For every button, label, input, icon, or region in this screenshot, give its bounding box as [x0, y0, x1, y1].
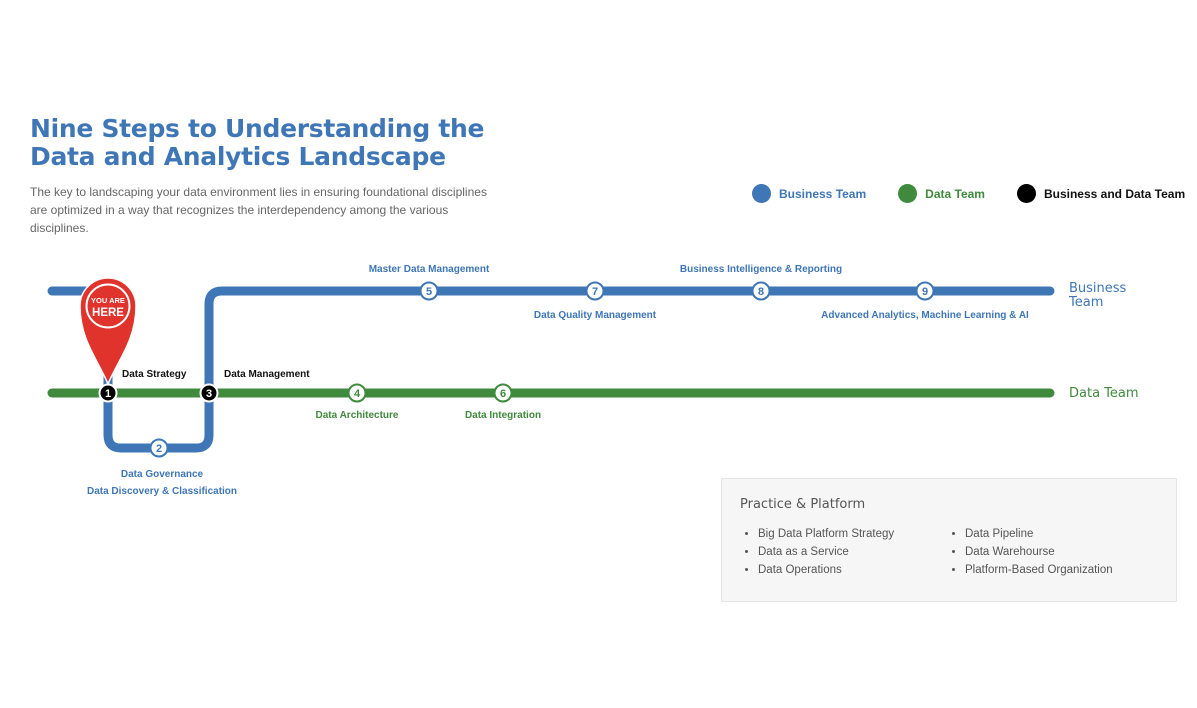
- page-subtitle: The key to landscaping your data environ…: [30, 185, 487, 235]
- step-node-2-num: 2: [156, 443, 162, 455]
- step-label-2: Data Governance: [121, 469, 204, 480]
- list-item: Big Data Platform Strategy: [758, 525, 894, 543]
- practice-platform-panel: Practice & Platform Big Data Platform St…: [721, 478, 1177, 602]
- you-are-here-pin-icon: YOU ARE HERE: [79, 277, 137, 386]
- track-label-business-1: Business: [1069, 281, 1127, 296]
- step-node-2-circle: [149, 438, 169, 458]
- list-item: Data Warehourse: [965, 543, 1113, 561]
- track-label-business-2: Team: [1068, 295, 1103, 310]
- step-node-5-num: 5: [426, 286, 432, 298]
- step-node-7-num: 7: [592, 286, 598, 298]
- legend-dot-both: [1016, 184, 1036, 203]
- step-node-9[interactable]: 9: [915, 281, 935, 301]
- legend: Business Team Data Team Business and Dat…: [752, 184, 1185, 203]
- step-node-4-circle: [347, 383, 367, 403]
- step-node-8[interactable]: 8: [751, 281, 771, 301]
- legend-label-both: Business and Data Team: [1043, 186, 1186, 201]
- step-node-3-num: 3: [206, 388, 212, 400]
- step-node-5-circle: [419, 281, 439, 301]
- step-node-1-num: 1: [105, 388, 111, 400]
- step-node-6[interactable]: 6: [493, 383, 513, 403]
- legend-item-business: Business Team: [752, 184, 866, 203]
- title-line-2: Data and Analytics Landscape: [30, 142, 446, 171]
- step-label-7: Data Quality Management: [534, 310, 657, 321]
- step-label-6: Data Integration: [465, 410, 541, 421]
- track-label-data: Data Team: [1069, 386, 1139, 401]
- list-item: Platform-Based Organization: [965, 561, 1113, 579]
- step-node-4[interactable]: 4: [347, 383, 367, 403]
- step-label-3: Data Management: [224, 369, 310, 380]
- step-node-2[interactable]: 2: [149, 438, 169, 458]
- legend-label-business: Business Team: [779, 186, 867, 201]
- legend-dot-business: [752, 184, 771, 203]
- step-label-5: Master Data Management: [369, 264, 490, 275]
- panel-title: Practice & Platform: [740, 497, 866, 512]
- step-node-4-num: 4: [354, 388, 361, 400]
- panel-list-left: Big Data Platform Strategy Data as a Ser…: [742, 525, 894, 579]
- pin-text-1: YOU ARE: [91, 296, 125, 305]
- page-title: Nine Steps to Understanding the Data and…: [30, 114, 485, 171]
- pin-text-2: HERE: [92, 307, 124, 319]
- list-item: Data Pipeline: [965, 525, 1113, 543]
- step-node-7[interactable]: 7: [585, 281, 605, 301]
- step-label-4: Data Architecture: [316, 410, 399, 421]
- step-node-8-num: 8: [758, 286, 764, 298]
- step-label-2b: Data Discovery & Classification: [87, 486, 237, 497]
- legend-item-data: Data Team: [898, 184, 985, 203]
- step-label-1: Data Strategy: [122, 369, 187, 380]
- step-node-3-circle: [199, 383, 219, 403]
- list-item: Data as a Service: [758, 543, 894, 561]
- step-node-5[interactable]: 5: [419, 281, 439, 301]
- legend-dot-data: [898, 184, 918, 203]
- step-label-8: Business Intelligence & Reporting: [680, 264, 842, 275]
- business-team-track: [47, 286, 1055, 453]
- step-node-6-num: 6: [500, 388, 506, 400]
- step-label-9: Advanced Analytics, Machine Learning & A…: [821, 310, 1029, 321]
- step-node-3[interactable]: 3: [199, 383, 219, 403]
- step-node-9-num: 9: [922, 286, 928, 298]
- step-node-8-circle: [751, 281, 771, 301]
- step-node-1[interactable]: 1: [98, 383, 118, 403]
- pin-inner: [85, 283, 131, 329]
- step-node-7-circle: [585, 281, 605, 301]
- title-line-1: Nine Steps to Understanding the: [30, 114, 485, 143]
- list-item: Data Operations: [758, 561, 894, 579]
- panel-list-right: Data Pipeline Data Warehourse Platform-B…: [949, 525, 1113, 579]
- legend-label-data: Data Team: [925, 186, 985, 201]
- legend-item-both: Business and Data Team: [1016, 184, 1186, 203]
- step-node-6-circle: [493, 383, 513, 403]
- step-node-9-circle: [915, 281, 935, 301]
